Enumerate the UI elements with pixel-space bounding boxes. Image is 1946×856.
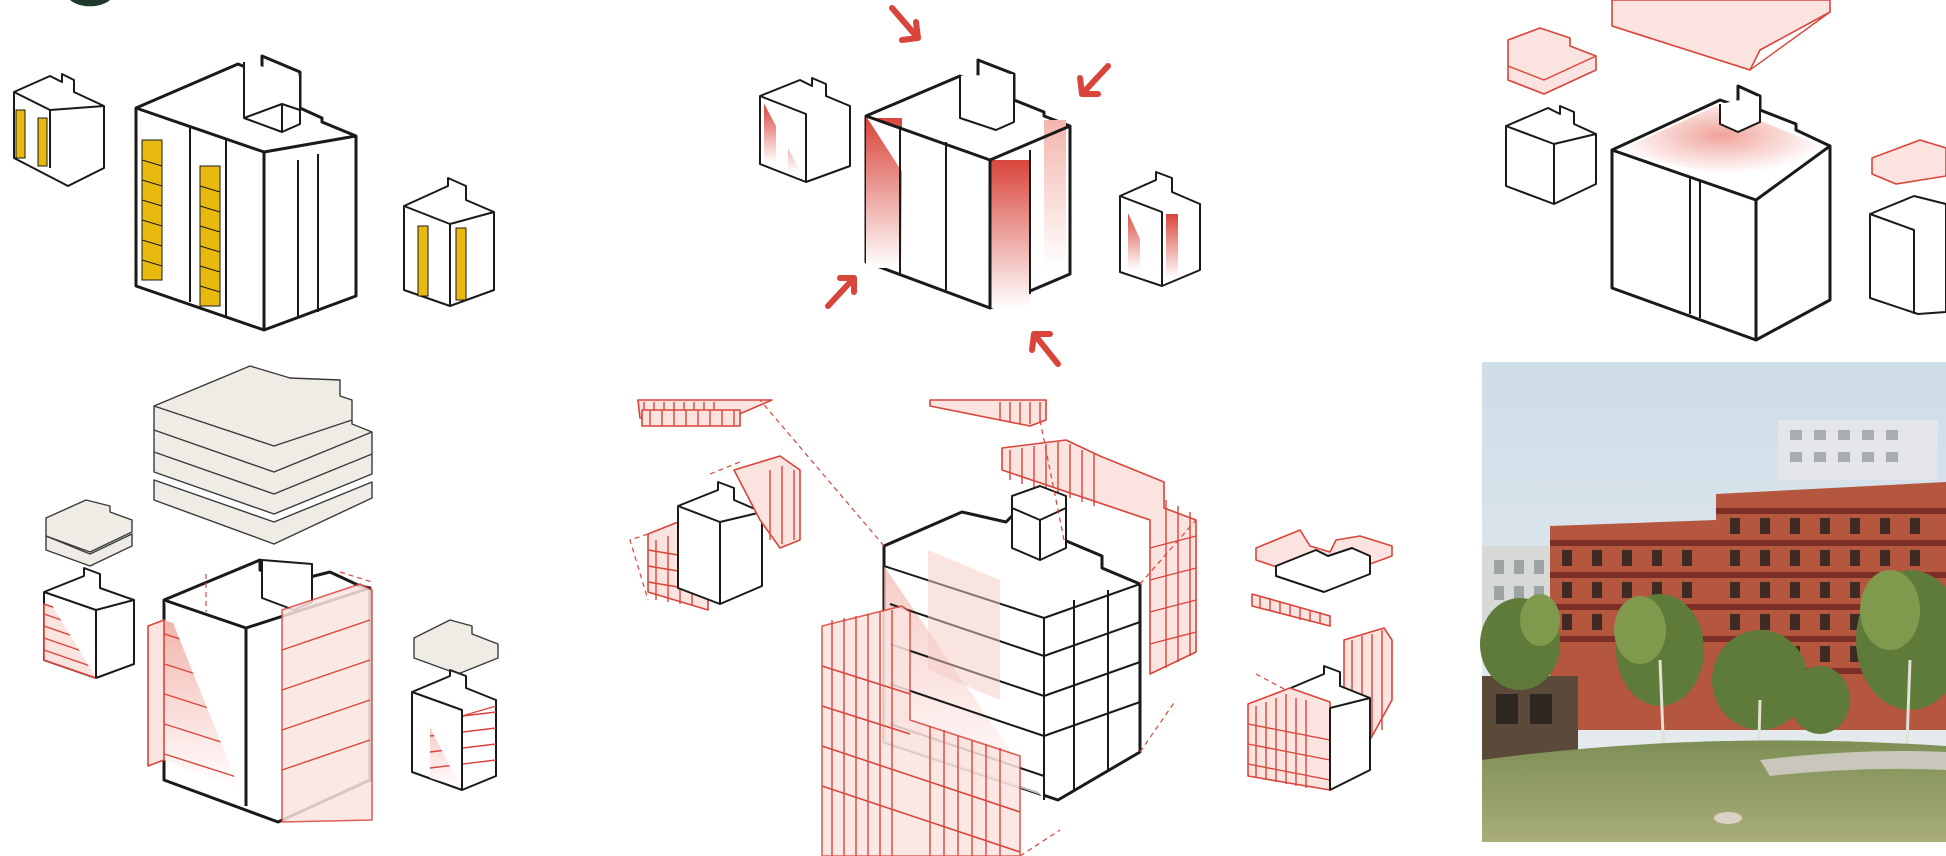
slab-stack-main (153, 365, 373, 545)
arrow-in-icon (1029, 331, 1061, 367)
main-block (134, 54, 358, 332)
main-block (147, 558, 373, 824)
facade-strip-right (1251, 529, 1393, 627)
small-block-right (403, 177, 495, 307)
slab-stack-left (45, 499, 133, 567)
small-block-left (43, 567, 135, 679)
small-block-left (759, 77, 851, 183)
small-exploded-block-left (629, 455, 801, 611)
panel-rendering-photo (1480, 362, 1946, 842)
facade-strip-top-center (929, 399, 1047, 427)
panel-massing-roof-separation (1505, 0, 1946, 342)
yellow-balconies (141, 139, 221, 307)
small-block-left (13, 73, 105, 187)
arrow-in-icon (1077, 63, 1111, 97)
panel-massing-facade-orientation (759, 5, 1201, 367)
arrow-in-icon (825, 275, 857, 309)
small-block-right (1119, 171, 1201, 287)
slab-stack-right (413, 619, 499, 675)
main-block (1610, 84, 1832, 342)
roof-slab-right (1871, 139, 1946, 185)
panel-exploded-facade-elements (629, 399, 1393, 856)
small-exploded-block-right (1247, 627, 1393, 791)
main-block (864, 58, 1072, 310)
panel-massing-balconies (13, 54, 495, 332)
roof-slab-left (1507, 27, 1597, 95)
logo-mark (70, 0, 110, 7)
main-exploded-block (759, 399, 1197, 856)
small-block-right (411, 669, 497, 791)
facade-strip-top-left (637, 399, 773, 427)
roof-slab-top (1611, 0, 1831, 71)
arrow-in-icon (889, 5, 921, 43)
small-block-left (1505, 105, 1597, 205)
panel-exploded-floor-slabs (43, 365, 499, 824)
small-block-right (1869, 195, 1946, 315)
